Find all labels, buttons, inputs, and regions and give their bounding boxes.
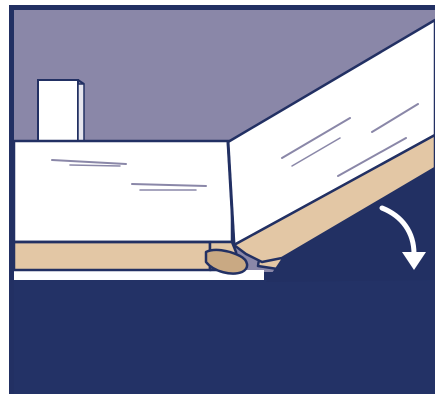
angled-plank [226, 18, 435, 264]
curved-arrow-down-icon [379, 205, 426, 270]
background-block [37, 79, 85, 143]
subfloor [14, 280, 435, 394]
underlay-strip [14, 270, 264, 280]
installed-plank [12, 139, 234, 272]
gap-shadow [266, 168, 435, 282]
